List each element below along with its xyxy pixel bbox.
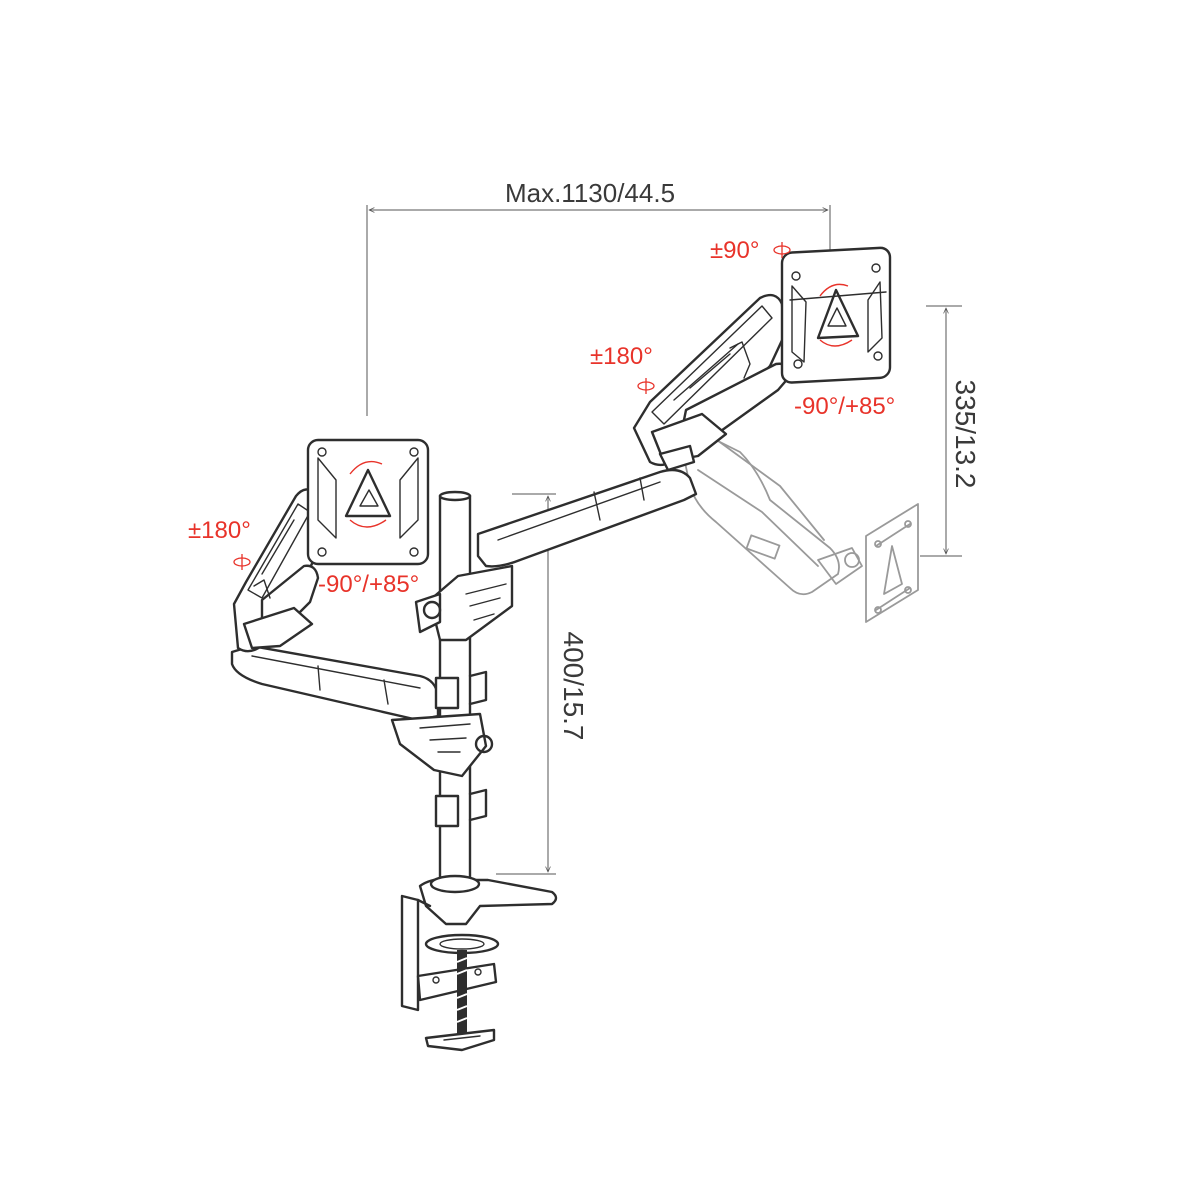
arm-height-dimension: 335/13.2 <box>920 305 981 557</box>
right-vesa-plate <box>780 246 892 384</box>
width-dimension: Max.1130/44.5 <box>366 178 831 416</box>
desk-clamp <box>400 874 558 1052</box>
rotation-annotations: ±90° ±180° -90°/+85° ±180° -90°/+85° <box>188 237 895 598</box>
right-swivel-label: ±180° <box>590 343 653 370</box>
left-tilt-label: -90°/+85° <box>318 571 419 598</box>
right-tilt-label: -90°/+85° <box>794 393 895 420</box>
pole-height-dimension: 400/15.7 <box>496 493 589 875</box>
right-gas-arm <box>632 293 792 472</box>
arm-height-label: 335/13.2 <box>950 380 981 489</box>
left-vesa-plate <box>306 438 430 566</box>
lower-left-arm <box>230 644 494 778</box>
cable-clips <box>434 670 488 828</box>
upper-right-arm <box>414 468 698 642</box>
right-rotate-label: ±90° <box>710 237 759 264</box>
left-gas-arm <box>232 488 324 653</box>
ghost-right-arm <box>675 419 919 623</box>
left-swivel-label: ±180° <box>188 517 251 544</box>
width-label: Max.1130/44.5 <box>505 178 675 208</box>
pole-height-label: 400/15.7 <box>558 632 589 741</box>
